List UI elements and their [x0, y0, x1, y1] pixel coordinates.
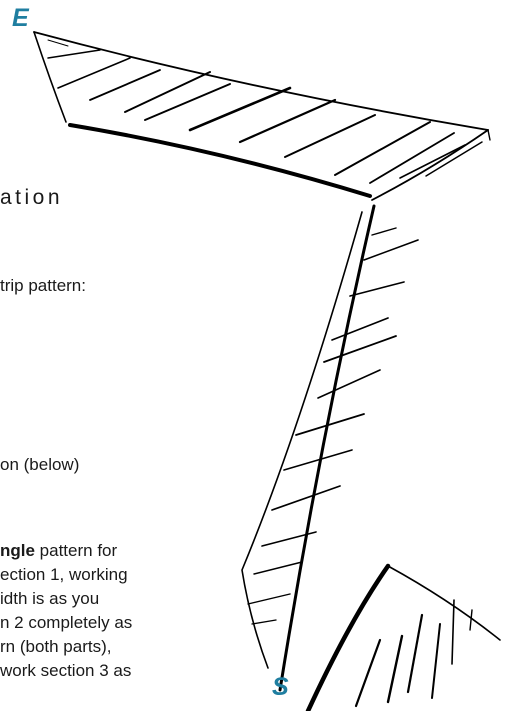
corner-edge: [371, 129, 489, 201]
hatch-line: [334, 121, 431, 176]
hatch-line: [406, 613, 424, 694]
section-heading: ation: [0, 186, 64, 209]
hatch-line: [283, 449, 353, 471]
hatch-line: [188, 86, 292, 132]
text-line: ngle pattern for: [0, 542, 117, 559]
text-line: on (below): [0, 455, 80, 474]
hatch-line: [399, 144, 466, 179]
text-fragment: pattern for: [34, 541, 118, 560]
hatch-line: [261, 531, 317, 547]
next-band-edge: [305, 563, 391, 711]
text-line: idth is as you: [0, 589, 100, 608]
text-line: rn (both parts),: [0, 637, 112, 656]
hatch-line: [425, 141, 483, 177]
hatch-line: [431, 623, 441, 699]
hatch-line: [363, 239, 419, 261]
corner-edge: [487, 129, 491, 141]
hatch-line: [354, 638, 382, 708]
hatch-line: [144, 83, 231, 121]
vertical-band-left-edge: [241, 211, 363, 669]
hatch-line: [57, 57, 131, 89]
hatch-line: [349, 281, 405, 297]
hatch-line: [124, 71, 211, 113]
hatch-line: [253, 561, 303, 575]
hatch-line: [317, 369, 381, 399]
hatch-line: [89, 69, 161, 101]
vertical-band-right-edge: [278, 204, 376, 692]
hatch-line: [295, 413, 365, 436]
next-band-edge: [387, 565, 501, 641]
text-line: n 2 completely as: [0, 613, 133, 632]
text-line: trip pattern:: [0, 276, 86, 295]
hatch-line: [469, 609, 473, 631]
hatch-line: [371, 227, 397, 236]
hatch-line: [284, 114, 376, 158]
hatch-line: [323, 335, 397, 363]
start-marker: S: [272, 673, 289, 701]
hatch-line: [386, 634, 404, 704]
hatch-line: [271, 485, 341, 511]
hatch-line: [331, 317, 389, 341]
hatch-line: [247, 593, 291, 605]
top-band-outline: [33, 31, 489, 131]
bold-term: ngle: [0, 541, 35, 560]
hatch-line: [251, 619, 277, 625]
hatch-line: [451, 599, 455, 665]
hatch-line: [238, 98, 337, 144]
end-marker: E: [12, 4, 29, 32]
text-line: work section 3 as: [0, 661, 132, 680]
hatch-line: [47, 49, 101, 59]
top-band-outline: [33, 31, 67, 123]
text-line: ection 1, working: [0, 565, 128, 584]
hatch-line: [369, 132, 455, 184]
top-band-bottom-edge: [68, 123, 372, 198]
hatch-line: [47, 39, 69, 47]
